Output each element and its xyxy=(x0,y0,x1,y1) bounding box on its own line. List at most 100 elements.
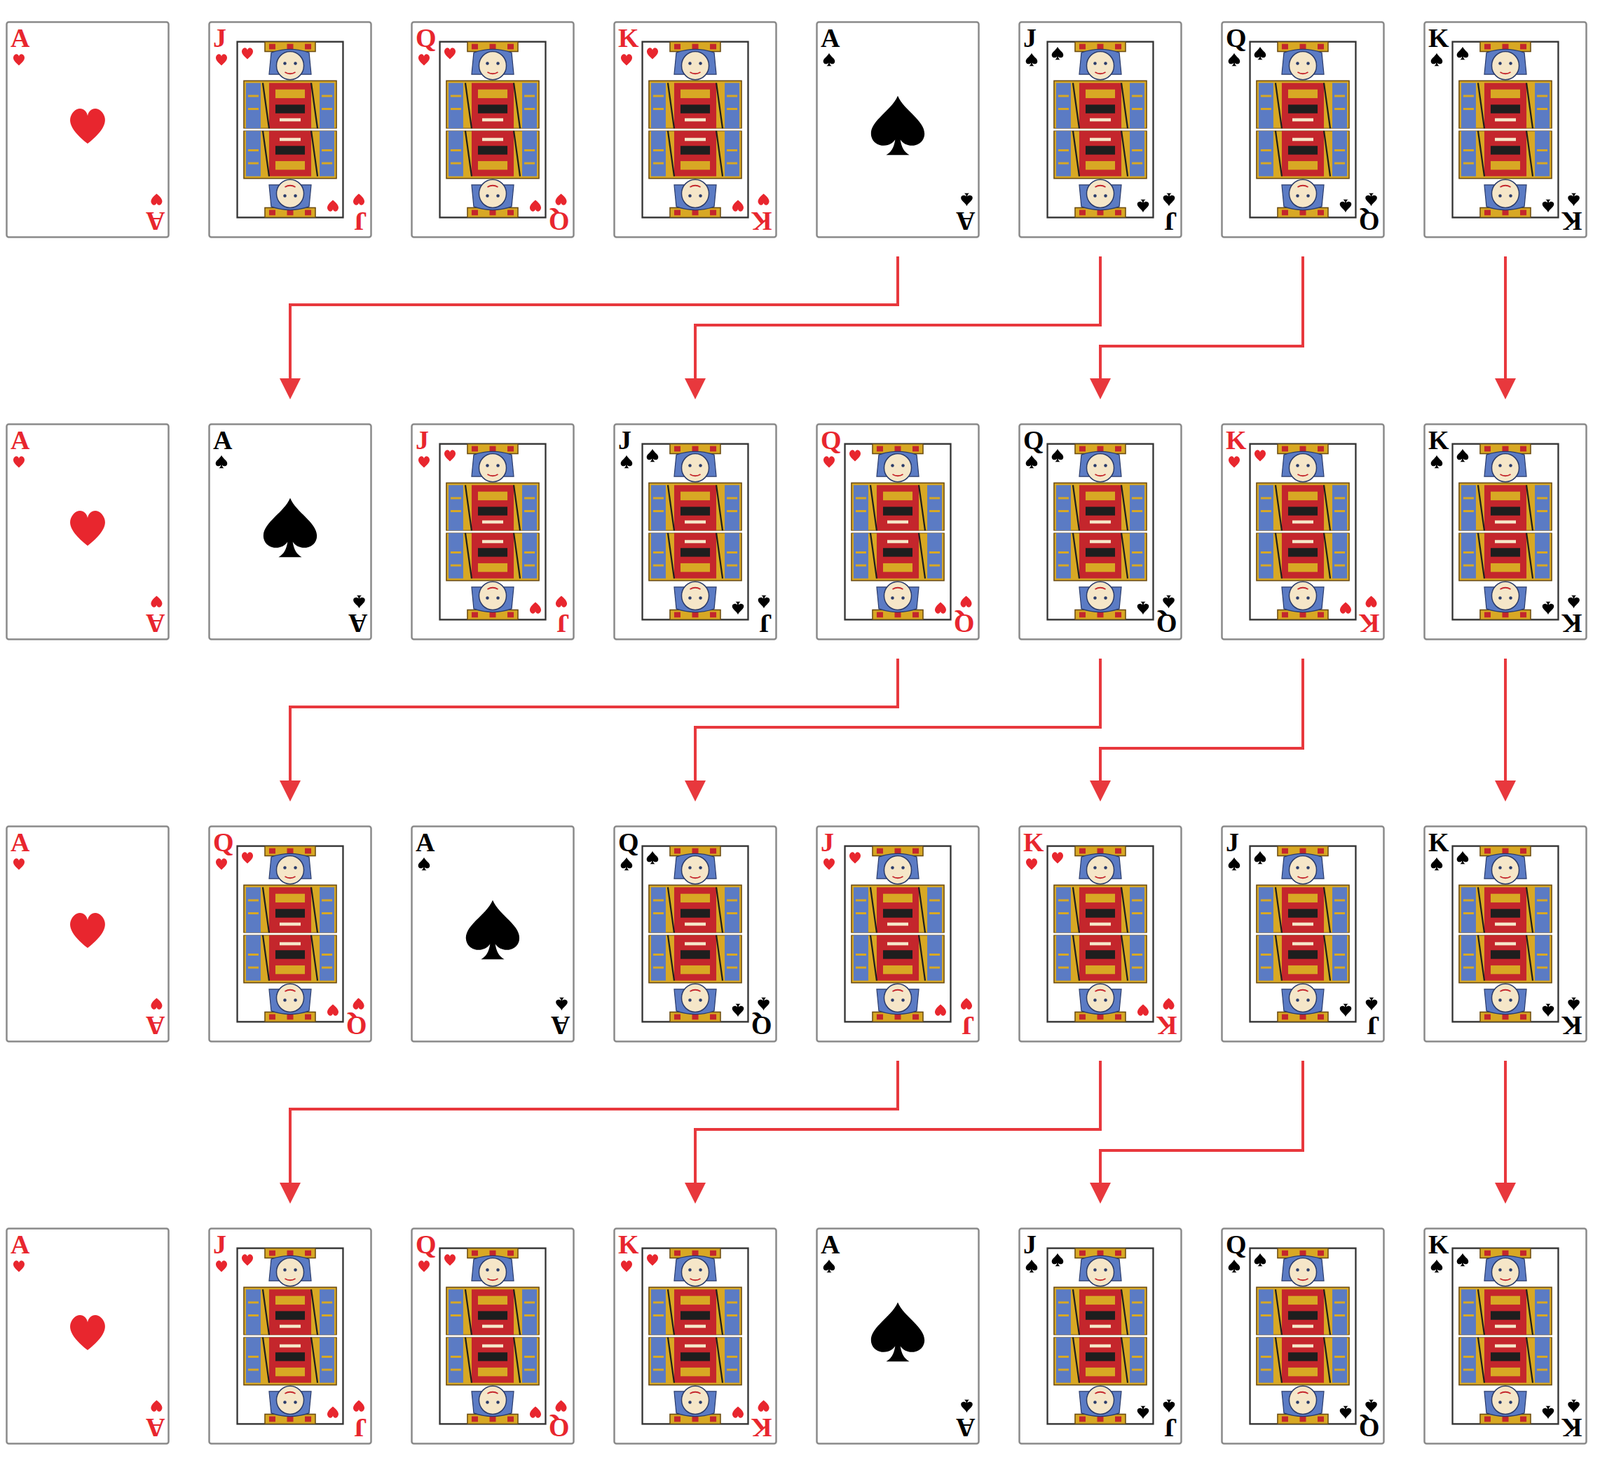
card-rank: J xyxy=(1225,829,1243,856)
card-index: Q xyxy=(1023,426,1045,471)
card-face xyxy=(1423,21,1588,239)
suit-pip xyxy=(213,453,230,471)
card-rank: K xyxy=(1023,829,1045,856)
card-rank: K xyxy=(1561,208,1583,235)
card-index: A xyxy=(820,1231,840,1275)
card-face xyxy=(815,1227,980,1446)
suit-pip xyxy=(552,995,570,1013)
card-rank: A xyxy=(145,208,165,235)
card-face xyxy=(5,423,170,641)
card-index: A xyxy=(10,829,30,873)
card-index: A xyxy=(10,1231,30,1275)
suit-pip xyxy=(213,1257,230,1275)
card-index: Q xyxy=(415,24,437,68)
card-index: Q xyxy=(751,995,773,1040)
card-index: Q xyxy=(346,995,368,1040)
card-rank: J xyxy=(552,610,570,638)
suit-pip xyxy=(958,995,975,1013)
suit-pip xyxy=(1565,995,1583,1013)
suit-pip xyxy=(147,191,165,209)
card-index: Q xyxy=(1225,24,1247,68)
card-index: A xyxy=(955,1398,975,1442)
card-index: A xyxy=(145,593,165,638)
suit-pip xyxy=(1160,995,1178,1013)
card-rank: A xyxy=(213,426,232,454)
suit-pip xyxy=(1363,593,1380,611)
card-rank: J xyxy=(1160,208,1178,235)
suit-pip xyxy=(552,191,570,209)
card-index: K xyxy=(1358,593,1380,638)
card-face xyxy=(410,825,575,1043)
suit-pip xyxy=(1023,453,1041,471)
suit-pip xyxy=(415,453,433,471)
card-index: J xyxy=(213,24,230,68)
card-rank: Q xyxy=(213,829,235,856)
card-rank: K xyxy=(1561,1012,1583,1040)
card-rank: K xyxy=(1428,829,1450,856)
card-face xyxy=(613,21,778,239)
suit-pip xyxy=(1565,191,1583,209)
suit-pip xyxy=(1428,51,1446,68)
suit-pip xyxy=(1023,51,1041,68)
card-index: J xyxy=(820,829,838,873)
card-rank: K xyxy=(618,24,640,52)
card-rank: Q xyxy=(1358,208,1380,235)
card-rank: Q xyxy=(415,1231,437,1258)
card-index: K xyxy=(1561,191,1583,235)
card-index: A xyxy=(145,995,165,1040)
card-index: K xyxy=(751,191,773,235)
playing-card: JJ xyxy=(815,825,980,1043)
card-index: A xyxy=(348,593,368,638)
card-rank: A xyxy=(10,24,30,52)
card-index: A xyxy=(10,24,30,68)
card-index: A xyxy=(145,191,165,235)
card-index: A xyxy=(550,995,570,1040)
shuffle-arrow xyxy=(684,1061,1101,1205)
card-rank: J xyxy=(213,1231,230,1258)
card-face xyxy=(1423,825,1588,1043)
card-index: J xyxy=(1363,995,1380,1040)
shuffle-arrow xyxy=(1089,256,1303,400)
card-rank: A xyxy=(955,208,975,235)
card-index: J xyxy=(755,593,773,638)
card-rank: J xyxy=(958,1012,975,1040)
suit-pip xyxy=(10,453,28,471)
suit-pip xyxy=(1160,593,1178,611)
playing-card: AA xyxy=(5,1227,170,1446)
playing-card: QQ xyxy=(410,1227,575,1446)
card-face xyxy=(410,21,575,239)
playing-card: KK xyxy=(1423,21,1588,239)
playing-card: JJ xyxy=(1018,21,1183,239)
card-face xyxy=(5,1227,170,1446)
card-face xyxy=(1220,825,1385,1043)
playing-card: KK xyxy=(1220,423,1385,641)
card-rank: Q xyxy=(1225,24,1247,52)
card-rank: A xyxy=(145,610,165,638)
card-face xyxy=(5,825,170,1043)
card-face xyxy=(613,825,778,1043)
card-index: Q xyxy=(618,829,640,873)
card-rank: Q xyxy=(1225,1231,1247,1258)
card-index: K xyxy=(618,24,640,68)
card-rank: K xyxy=(1428,1231,1450,1258)
card-rank: Q xyxy=(1023,426,1045,454)
shuffle-arrow xyxy=(684,658,1101,802)
card-rank: Q xyxy=(548,208,570,235)
suit-pip xyxy=(618,51,635,68)
card-rank: K xyxy=(1428,426,1450,454)
card-index: A xyxy=(213,426,232,471)
card-face xyxy=(208,21,373,239)
card-index: A xyxy=(10,426,30,471)
shuffle-arrow xyxy=(279,658,898,802)
card-face xyxy=(815,825,980,1043)
card-rank: Q xyxy=(820,426,842,454)
suit-pip xyxy=(213,51,230,68)
card-face xyxy=(1423,1227,1588,1446)
suit-pip xyxy=(1428,855,1446,873)
suit-pip xyxy=(1023,855,1041,873)
playing-card: QQ xyxy=(208,825,373,1043)
card-index: A xyxy=(820,24,840,68)
suit-pip xyxy=(415,1257,433,1275)
suit-pip xyxy=(618,855,635,873)
suit-pip xyxy=(820,1257,838,1275)
